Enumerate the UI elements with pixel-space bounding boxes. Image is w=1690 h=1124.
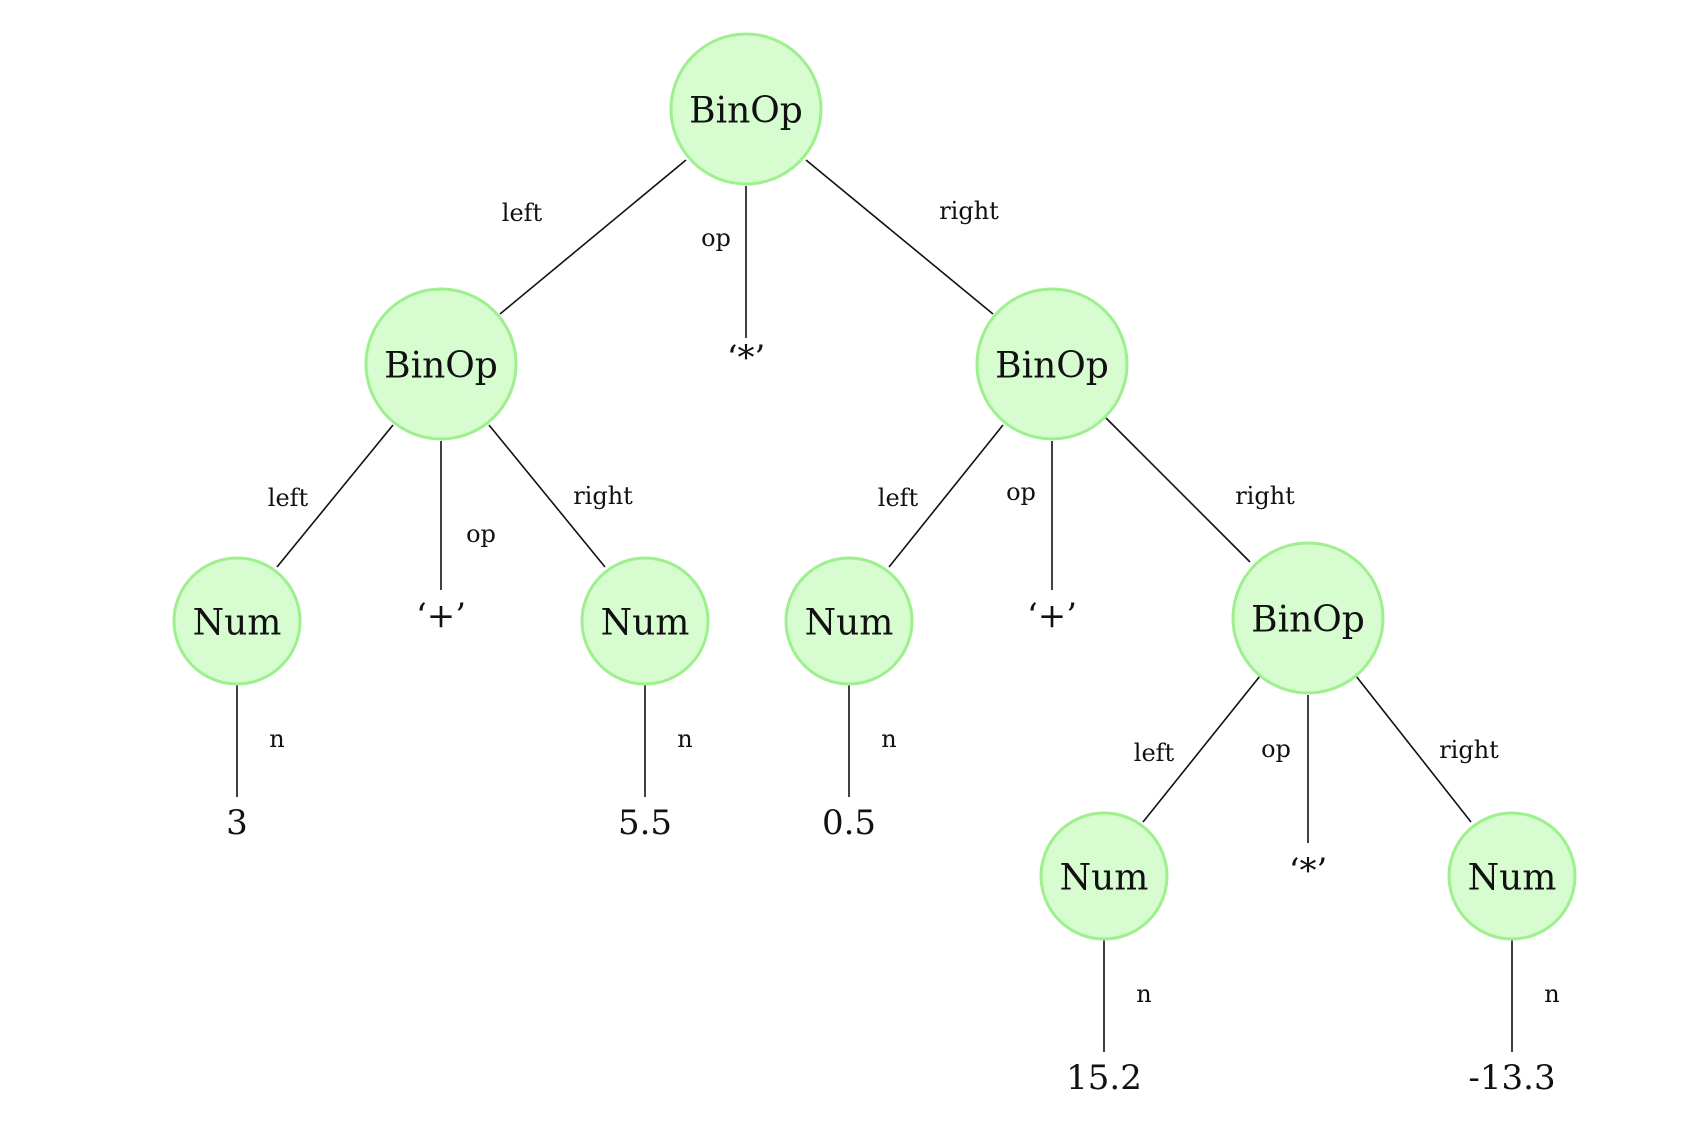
leaf-label: ‘+’ (416, 596, 466, 636)
node-label: BinOp (995, 346, 1109, 387)
node-label: BinOp (1251, 600, 1365, 641)
node-circle (784, 556, 914, 686)
edge-labels-layer: left op right left op right n n left op right n left… (268, 197, 1560, 1008)
leaf-value: 0.5 (822, 803, 876, 843)
edge-label-op: op (1261, 735, 1291, 763)
node-label: Num (805, 603, 894, 644)
leaf-label: 5.5 (618, 803, 672, 843)
leaf-label: 3 (226, 803, 248, 843)
leaf-label: ‘*’ (727, 338, 766, 378)
leaf-label: -13.3 (1468, 1058, 1555, 1098)
node-label: Num (193, 603, 282, 644)
leaf-label: 0.5 (822, 803, 876, 843)
edge-label-right: right (1439, 736, 1499, 764)
edge-label-op: op (1006, 478, 1036, 506)
edge-label-n: n (1136, 980, 1151, 1008)
node-circle (1447, 811, 1577, 941)
num-node: Num (784, 556, 914, 686)
edge-label-n: n (677, 725, 692, 753)
leaf-value: ‘*’ (727, 338, 766, 378)
leaf-value: ‘+’ (1027, 596, 1077, 636)
leaf-label: 15.2 (1066, 1058, 1142, 1098)
binop-node: BinOp (669, 32, 823, 186)
leaf-value: ‘*’ (1289, 851, 1328, 891)
binop-node: BinOp (1231, 541, 1385, 695)
num-node: Num (580, 556, 710, 686)
node-label: Num (1468, 858, 1557, 899)
num-node: Num (1039, 811, 1169, 941)
num-node: Num (172, 556, 302, 686)
edge-label-right: right (939, 197, 999, 225)
edge-label-left: left (502, 199, 543, 227)
node-circle (1231, 541, 1385, 695)
edge-label-left: left (268, 484, 309, 512)
node-circle (975, 287, 1129, 441)
edge-left-line (1142, 675, 1261, 823)
leaf-value: ‘+’ (416, 596, 466, 636)
edge-right-line (805, 159, 994, 315)
leaf-value: 15.2 (1066, 1058, 1142, 1098)
edge-right-line (1105, 417, 1251, 563)
edge-left-line (888, 424, 1004, 568)
node-label: BinOp (689, 91, 803, 132)
leaf-value: -13.3 (1468, 1058, 1555, 1098)
node-circle (172, 556, 302, 686)
node-circle (364, 287, 518, 441)
edge-label-op: op (466, 520, 496, 548)
edge-left-line (499, 159, 687, 315)
edge-label-n: n (269, 725, 284, 753)
node-circle (1039, 811, 1169, 941)
edge-label-n: n (1544, 980, 1559, 1008)
edge-right-line (1355, 675, 1472, 823)
leaf-value: 5.5 (618, 803, 672, 843)
edge-label-right: right (1235, 482, 1295, 510)
edges-layer (236, 159, 1513, 1052)
edge-label-left: left (1134, 739, 1175, 767)
node-label: Num (601, 603, 690, 644)
leaf-value: 3 (226, 803, 248, 843)
edge-label-left: left (878, 484, 919, 512)
edge-label-n: n (881, 725, 896, 753)
node-label: BinOp (384, 346, 498, 387)
node-circle (580, 556, 710, 686)
edge-right-line (488, 424, 606, 568)
edge-label-op: op (701, 224, 731, 252)
edge-label-right: right (573, 482, 633, 510)
node-label: Num (1060, 858, 1149, 899)
edge-left-line (276, 424, 394, 568)
num-node: Num (1447, 811, 1577, 941)
leaf-label: ‘+’ (1027, 596, 1077, 636)
leaf-label: ‘*’ (1289, 851, 1328, 891)
node-circle (669, 32, 823, 186)
binop-node: BinOp (364, 287, 518, 441)
binop-node: BinOp (975, 287, 1129, 441)
